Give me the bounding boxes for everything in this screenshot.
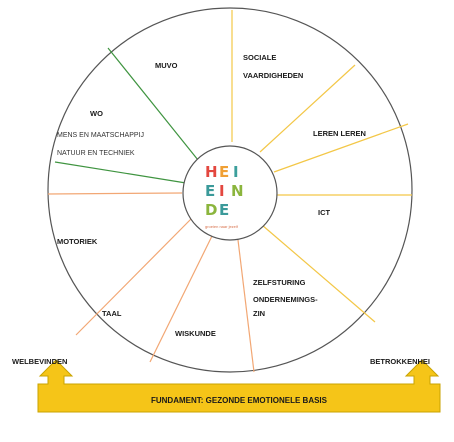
logo-letter: I (233, 163, 240, 181)
right-arrow-label: BETROKKENHEI (370, 357, 430, 366)
logo-letter: N (231, 182, 245, 200)
left-arrow-label: WELBEVINDEN (12, 357, 67, 366)
divider-leren-ict (273, 123, 409, 173)
logo-row-3: D E (205, 201, 230, 219)
segment-wo-sublabel: MENS EN MAATSCHAPPIJ NATUUR EN TECHNIEK (57, 132, 146, 157)
divider-sociale-leren (259, 64, 356, 153)
segment-sociale-label: SOCIALE VAARDIGHEDEN (243, 53, 303, 80)
logo-letter: D (205, 201, 218, 219)
divider-lines (47, 10, 412, 373)
segment-motoriek-label: MOTORIEK (57, 237, 98, 246)
fundament-label: FUNDAMENT: GEZONDE EMOTIONELE BASIS (151, 396, 328, 405)
foundation-base: WELBEVINDEN BETROKKENHEI FUNDAMENT: GEZO… (12, 357, 441, 413)
divider-zelfsturing-right (261, 224, 376, 323)
divider-wiskunde-taal (149, 235, 213, 363)
logo-letter: E (205, 182, 216, 200)
divider-wo-lower (54, 161, 187, 184)
divider-taal-motoriek (75, 217, 193, 336)
logo-row-1: H E I (205, 163, 240, 181)
segment-taal-label: TAAL (102, 309, 122, 318)
divider-zelfsturing-wiskunde (237, 239, 255, 373)
segment-zelfsturing-label: ZELFSTURING ONDERNEMINGS- ZIN (253, 278, 320, 318)
logo-letter: E (219, 163, 230, 181)
foundation-bar (37, 359, 441, 413)
logo-letter: E (219, 201, 230, 219)
logo-letter: I (219, 182, 226, 200)
segment-leren-label: LEREN LEREN (313, 129, 366, 138)
outer-circle (47, 7, 413, 373)
logo-row-2: E I N (205, 182, 245, 200)
segment-wiskunde-label: WISKUNDE (175, 329, 216, 338)
logo-letter: H (205, 163, 219, 181)
divider-motoriek-wo (47, 192, 183, 195)
inner-circle (182, 145, 278, 241)
heieinde-logo: H E I E I N D E groeien naar jezelf (205, 163, 245, 229)
logo-tagline: groeien naar jezelf (205, 224, 239, 229)
segment-wo-label: WO (90, 109, 103, 118)
segment-ict-label: ICT (318, 208, 331, 217)
divider-wo-muvo (107, 47, 199, 161)
segment-muvo-label: MUVO (155, 61, 178, 70)
